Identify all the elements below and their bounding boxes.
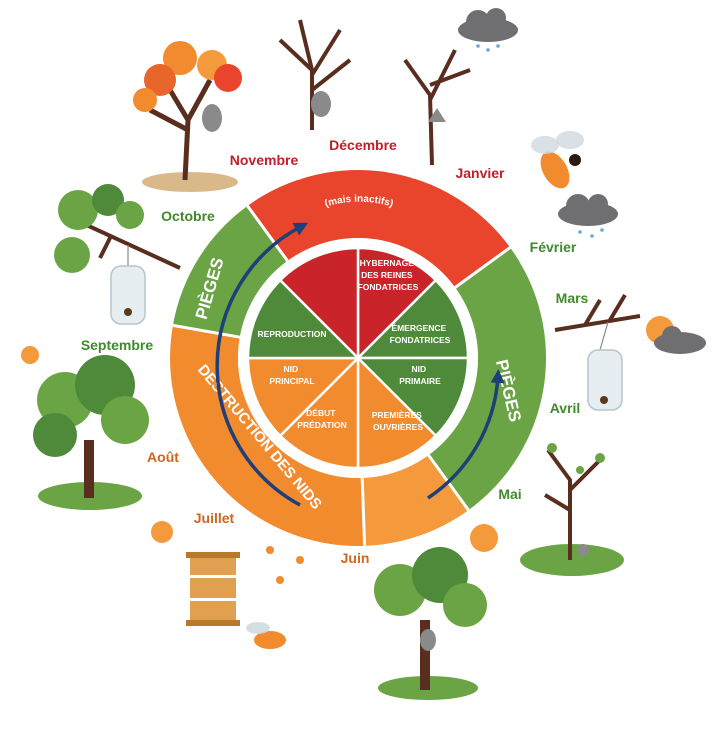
slice-dark-red [278, 246, 360, 362]
label-reproduction: REPRODUCTION [258, 329, 327, 339]
slice-reproduction [246, 278, 362, 360]
branch-trap-icon-2 [54, 184, 181, 325]
label-premieres: PREMIÈRES OUVRIÈRES [372, 410, 424, 432]
month-avril: Avril [550, 400, 581, 416]
rain-cloud-icon-2 [558, 194, 618, 238]
beehive-icon [151, 521, 304, 649]
slice-hybernage [356, 246, 438, 362]
slice-emergence [354, 278, 470, 360]
slice-nid-principal [246, 356, 362, 438]
label-emergence: ÉMERGENCE FONDATRICES [390, 323, 451, 345]
month-janvier: Janvier [455, 165, 505, 181]
ring-sector-pieges-left [172, 205, 288, 338]
young-tree-icon [520, 443, 624, 576]
arrow-left-cycle [215, 222, 309, 507]
bare-tree-icon [278, 19, 352, 130]
arrow-right-cycle [427, 369, 505, 500]
month-octobre: Octobre [161, 208, 215, 224]
label-hybernage: HYBERNAGE DES REINES FONDATRICES [358, 258, 419, 292]
autumn-tree-icon [133, 41, 242, 192]
slice-debut [278, 354, 360, 470]
ring-sector-nids-visibles [247, 169, 511, 288]
month-fevrier: Février [530, 239, 577, 255]
ring-sector-pieges-right [428, 247, 547, 511]
slice-nid-primaire [354, 356, 470, 438]
month-aout: Août [147, 449, 179, 465]
sun-icon [470, 524, 498, 552]
label-nid-principal: NID PRINCIPAL [269, 364, 314, 386]
month-septembre: Septembre [81, 337, 154, 353]
rain-cloud-icon [458, 8, 518, 52]
slice-premieres [356, 354, 438, 470]
branch-trap-icon [554, 293, 641, 411]
label-mais-inactifs: (mais inactifs) [323, 194, 394, 210]
label-debut: DÉBUT PRÉDATION [297, 408, 346, 430]
sun-cloud-icon [646, 316, 706, 354]
winter-tree-icon [403, 49, 471, 166]
full-tree-icon [21, 346, 149, 510]
hornet-icon [531, 131, 584, 189]
month-juin: Juin [341, 550, 370, 566]
month-decembre: Décembre [329, 137, 397, 153]
inner-pie [246, 246, 470, 470]
month-novembre: Novembre [230, 152, 299, 168]
month-mai: Mai [498, 486, 521, 502]
ring-sector-juin [362, 455, 469, 546]
summer-tree-icon [374, 547, 487, 700]
month-mars: Mars [556, 290, 589, 306]
label-nid-primaire: NID PRIMAIRE [399, 364, 441, 386]
month-juillet: Juillet [194, 510, 235, 526]
